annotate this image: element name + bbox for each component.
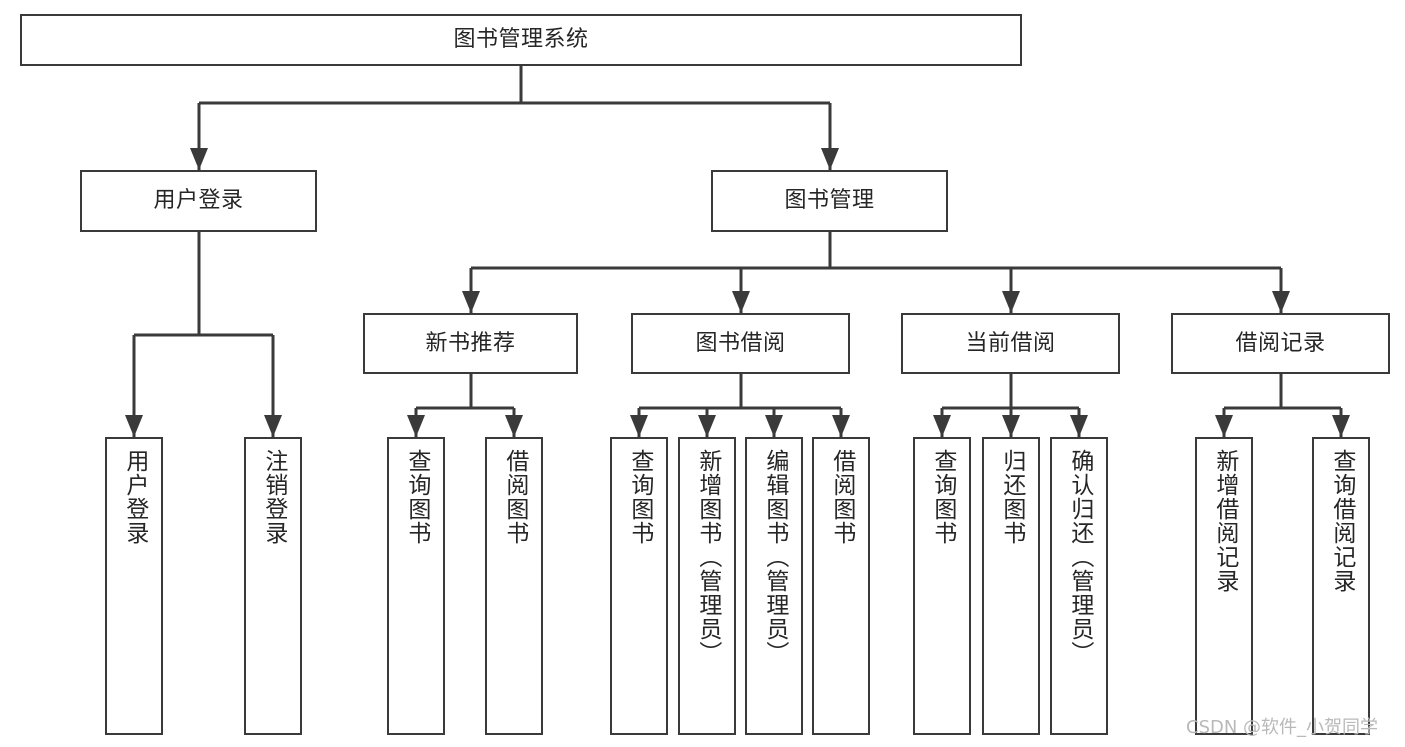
node-label: 注销登录 [260,449,287,545]
node-leaf_edit[interactable]: 编辑图书（管理员） [745,437,803,735]
node-label: 归还图书 [998,449,1025,545]
node-label: 借阅图书 [501,449,528,545]
node-leaf_q1[interactable]: 查询图书 [387,437,445,735]
node-label: 图书借阅 [695,330,786,356]
node-label: 查询借阅记录 [1328,449,1355,593]
node-current_borrow[interactable]: 当前借阅 [901,313,1120,374]
edge-arrowhead-icon [1002,415,1020,437]
edge-arrowhead-icon [407,415,425,437]
edge-arrowhead-icon [1070,415,1088,437]
node-label: 用户登录 [153,188,244,214]
node-label: 借阅记录 [1235,330,1326,356]
node-label: 图书管理系统 [453,27,589,53]
node-leaf_qrec[interactable]: 查询借阅记录 [1312,437,1370,735]
edge-arrowhead-icon [765,415,783,437]
node-label: 新增借阅记录 [1211,449,1238,593]
node-label: 查询图书 [626,449,653,545]
node-borrow_record[interactable]: 借阅记录 [1171,313,1390,374]
node-leaf_login[interactable]: 用户登录 [105,437,163,735]
node-label: 新书推荐 [425,330,516,356]
edge-arrowhead-icon [933,415,951,437]
edge-arrowhead-icon [264,415,282,437]
edge-arrowhead-icon [190,148,208,170]
edge-arrowhead-icon [832,415,850,437]
node-leaf_confirm[interactable]: 确认归还（管理员） [1050,437,1108,735]
watermark-label: CSDN @软件_小贺同学 [1186,717,1379,738]
node-label: 当前借阅 [965,330,1056,356]
node-root[interactable]: 图书管理系统 [20,14,1022,66]
node-leaf_add[interactable]: 新增图书（管理员） [678,437,736,735]
node-label: 确认归还（管理员） [1066,449,1093,665]
node-leaf_q3[interactable]: 查询图书 [913,437,971,735]
edge-arrowhead-icon [462,291,480,313]
node-user_login[interactable]: 用户登录 [80,170,317,232]
edge-arrowhead-icon [821,148,839,170]
edge-arrowhead-icon [630,415,648,437]
node-book_borrow[interactable]: 图书借阅 [631,313,850,374]
node-label: 借阅图书 [828,449,855,545]
node-leaf_addrec[interactable]: 新增借阅记录 [1195,437,1253,735]
edge-arrowhead-icon [1002,291,1020,313]
node-book_mgmt[interactable]: 图书管理 [711,170,948,232]
edge-arrowhead-icon [125,415,143,437]
edge-arrowhead-icon [732,291,750,313]
edge-arrowhead-icon [1272,291,1290,313]
edge-arrowhead-icon [1215,415,1233,437]
edge-arrowhead-icon [1332,415,1350,437]
node-leaf_q2[interactable]: 查询图书 [610,437,668,735]
node-label: 新增图书（管理员） [694,449,721,665]
node-label: 查询图书 [403,449,430,545]
edge-arrowhead-icon [505,415,523,437]
node-label: 图书管理 [784,188,875,214]
node-label: 查询图书 [929,449,956,545]
node-leaf_b2[interactable]: 借阅图书 [812,437,870,735]
node-leaf_return[interactable]: 归还图书 [982,437,1040,735]
node-leaf_b1[interactable]: 借阅图书 [485,437,543,735]
node-new_book_rec[interactable]: 新书推荐 [363,313,578,374]
node-leaf_logout[interactable]: 注销登录 [244,437,302,735]
node-label: 用户登录 [121,449,148,545]
node-label: 编辑图书（管理员） [761,449,788,665]
edge-arrowhead-icon [698,415,716,437]
